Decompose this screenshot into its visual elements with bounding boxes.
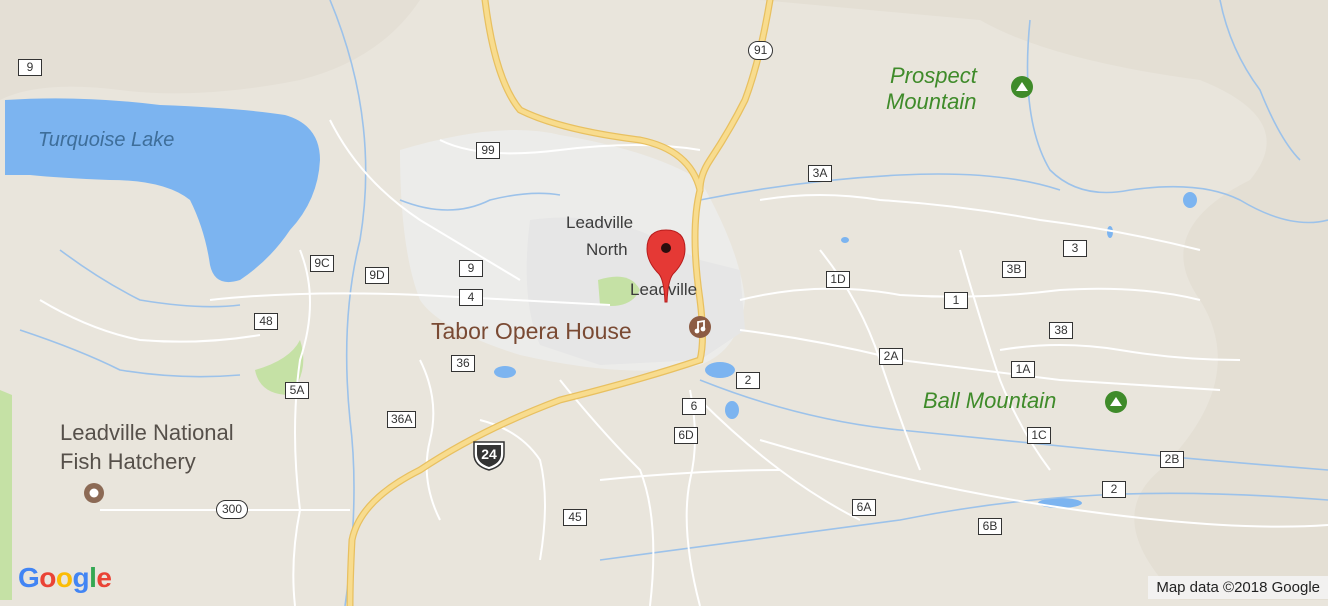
road-shield-38: 38: [1049, 322, 1073, 339]
road-shield-1d: 1D: [826, 271, 850, 288]
us-highway-24-shield: 24: [472, 440, 506, 471]
logo-letter-g: G: [18, 562, 40, 593]
music-note-icon[interactable]: [688, 315, 712, 339]
road-shield-36a: 36A: [387, 411, 417, 428]
road-shield-1c: 1C: [1027, 427, 1051, 444]
road-shield-3a: 3A: [808, 165, 832, 182]
road-shield-48: 48: [254, 313, 278, 330]
tabor-opera-house-label[interactable]: Tabor Opera House: [431, 318, 632, 344]
road-shield-6b: 6B: [978, 518, 1002, 535]
road-shield-2: 2: [736, 372, 760, 389]
road-shield-9d: 9D: [365, 267, 389, 284]
leadville-north-label-line2: North: [586, 240, 628, 259]
red-location-pin-icon[interactable]: [643, 228, 689, 308]
fish-hatchery-label-line1: Leadville National: [60, 420, 234, 445]
road-shield-9-town: 9: [459, 260, 483, 277]
road-shield-36: 36: [451, 355, 475, 372]
road-shield-2a: 2A: [879, 348, 903, 365]
road-shield-5a: 5A: [285, 382, 309, 399]
logo-letter-l: l: [89, 562, 97, 593]
road-shield-6a: 6A: [852, 499, 876, 516]
turquoise-lake-label: Turquoise Lake: [38, 129, 175, 151]
road-shield-1: 1: [944, 292, 968, 309]
road-shield-4: 4: [459, 289, 483, 306]
road-shield-300: 300: [216, 500, 249, 519]
road-shield-6: 6: [682, 398, 706, 415]
prospect-mountain-peak-icon[interactable]: [1010, 75, 1034, 99]
road-shield-2-east: 2: [1102, 481, 1126, 498]
road-shield-9: 9: [18, 59, 42, 76]
logo-letter-o1: o: [39, 562, 56, 593]
ball-mountain-peak-icon[interactable]: [1104, 390, 1128, 414]
road-shield-1a: 1A: [1011, 361, 1035, 378]
us-highway-shield-icon: [473, 441, 505, 471]
road-shield-3: 3: [1063, 240, 1087, 257]
logo-letter-e: e: [96, 562, 112, 593]
logo-letter-g2: g: [72, 562, 90, 593]
prospect-mountain-label-line2: Mountain: [886, 89, 977, 114]
road-shield-91: 91: [748, 41, 774, 60]
road-shield-6d: 6D: [674, 427, 698, 444]
road-shield-9c: 9C: [310, 255, 334, 272]
map-attribution[interactable]: Map data ©2018 Google: [1148, 576, 1328, 599]
logo-letter-o2: o: [55, 562, 73, 593]
road-shield-45: 45: [563, 509, 587, 526]
google-logo[interactable]: Google: [18, 562, 112, 594]
place-dot-icon[interactable]: [83, 482, 105, 504]
us-highway-24-label: 24: [481, 446, 497, 462]
road-shield-3b: 3B: [1002, 261, 1026, 278]
road-shield-99: 99: [476, 142, 500, 159]
road-shield-2b: 2B: [1160, 451, 1184, 468]
leadville-north-label-line1: Leadville: [566, 213, 634, 232]
fish-hatchery-label-line2: Fish Hatchery: [60, 449, 196, 474]
ball-mountain-label: Ball Mountain: [923, 388, 1057, 413]
prospect-mountain-label-line1: Prospect: [890, 63, 977, 88]
